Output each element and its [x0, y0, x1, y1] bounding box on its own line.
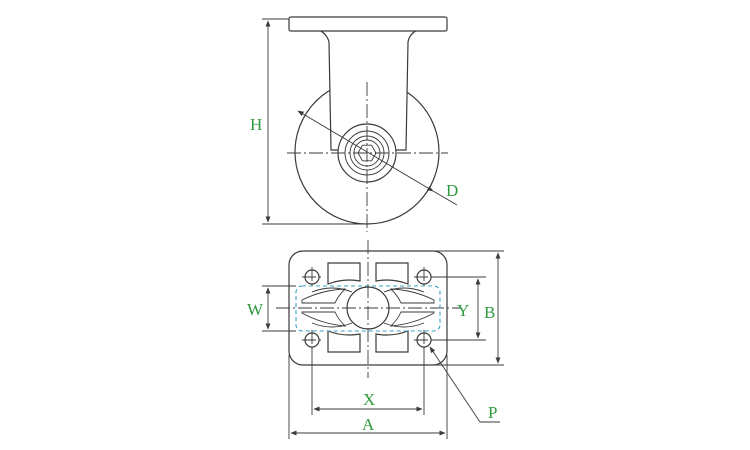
- side-view: [262, 16, 458, 232]
- rib-diag-ll: [311, 322, 353, 328]
- label-W: W: [247, 300, 264, 319]
- pad-top-left: [327, 262, 361, 285]
- rib-diag-ur: [383, 287, 425, 293]
- label-H: H: [250, 115, 262, 134]
- rib-lower-left: [301, 311, 347, 327]
- label-D: D: [446, 181, 458, 200]
- rib-upper-right: [389, 288, 435, 304]
- rib-upper-left: [301, 288, 347, 304]
- top-plate: [288, 16, 448, 32]
- label-Y: Y: [457, 301, 469, 320]
- top-view: [262, 240, 504, 439]
- pad-top-right: [375, 262, 409, 285]
- rib-diag-ul: [311, 287, 353, 293]
- rib-lower-right: [389, 311, 435, 327]
- pad-bottom-left: [327, 330, 361, 353]
- label-B: B: [484, 303, 495, 322]
- footprint-outline: [295, 285, 441, 332]
- label-X: X: [363, 390, 375, 409]
- label-A: A: [362, 415, 375, 434]
- rib-diag-lr: [383, 322, 425, 328]
- pad-bottom-right: [375, 330, 409, 353]
- label-P: P: [488, 403, 497, 422]
